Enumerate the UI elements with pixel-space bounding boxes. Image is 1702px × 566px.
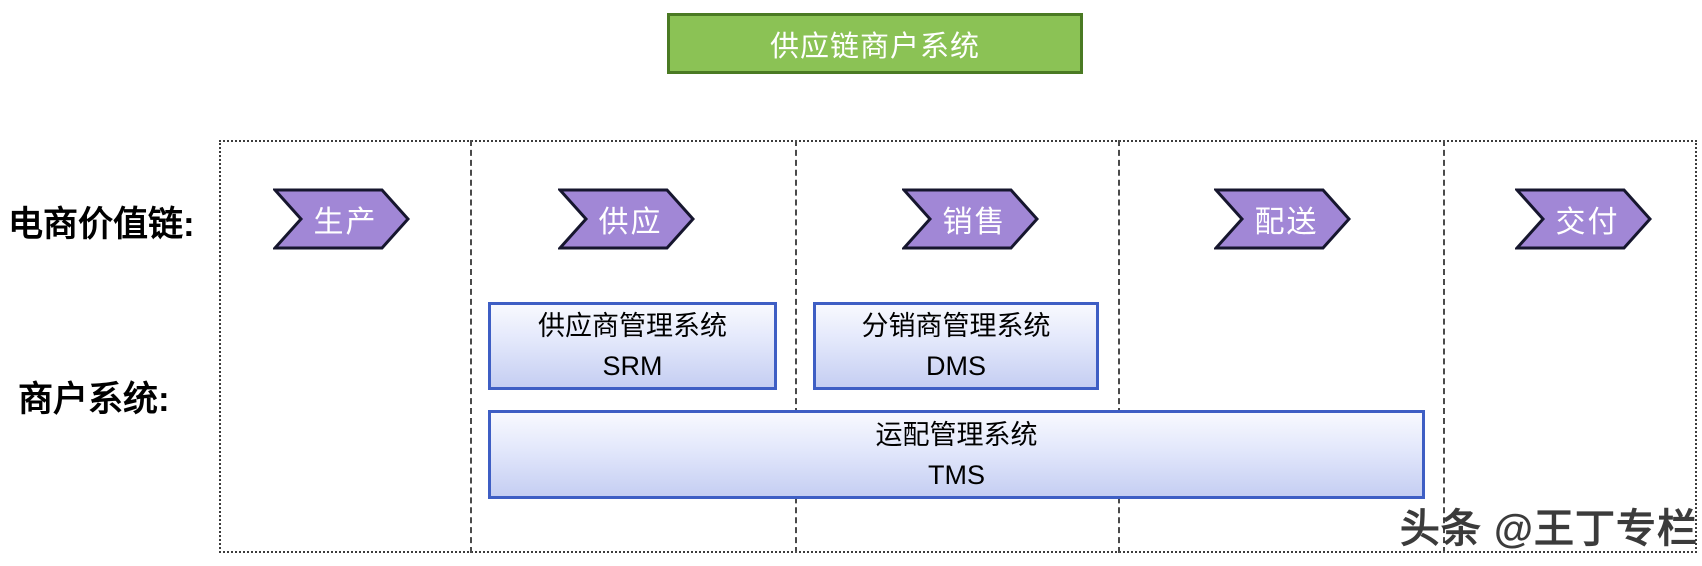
- chain-step-distribution: 配送: [1214, 188, 1351, 250]
- system-name: 分销商管理系统: [861, 311, 1051, 341]
- chain-step-label: 交付: [1555, 206, 1620, 239]
- title-box: 供应链商户系统: [667, 13, 1083, 74]
- chain-step-label: 供应: [598, 206, 663, 239]
- system-name: 运配管理系统: [875, 419, 1038, 450]
- diagram-frame: [219, 140, 1697, 553]
- srm-system-box: 供应商管理系统 SRM: [488, 302, 777, 390]
- column-divider: [1443, 140, 1445, 553]
- column-divider: [795, 140, 797, 553]
- system-name: 供应商管理系统: [538, 311, 727, 341]
- tms-system-box: 运配管理系统 TMS: [488, 410, 1425, 499]
- chevron-arrow-icon: [273, 188, 410, 250]
- system-abbr: DMS: [926, 351, 986, 381]
- chain-step-sales: 销售: [902, 188, 1039, 250]
- system-abbr: TMS: [928, 459, 985, 490]
- chain-step-label: 生产: [313, 206, 378, 239]
- chain-step-supply: 供应: [558, 188, 695, 250]
- chevron-arrow-icon: [902, 188, 1039, 250]
- system-abbr: SRM: [602, 351, 663, 381]
- chain-step-label: 配送: [1254, 206, 1319, 239]
- watermark: 头条 @王丁专栏: [1399, 507, 1698, 551]
- value-chain-row-label: 电商价值链:: [8, 205, 195, 244]
- column-divider: [470, 140, 472, 553]
- column-divider: [1118, 140, 1120, 553]
- chain-step-production: 生产: [273, 188, 410, 250]
- chevron-arrow-icon: [1515, 188, 1652, 250]
- chain-step-label: 销售: [942, 206, 1007, 239]
- merchant-systems-row-label: 商户系统:: [18, 380, 170, 419]
- chevron-arrow-icon: [558, 188, 695, 250]
- chain-step-delivery: 交付: [1515, 188, 1652, 250]
- chevron-arrow-icon: [1214, 188, 1351, 250]
- dms-system-box: 分销商管理系统 DMS: [813, 302, 1099, 390]
